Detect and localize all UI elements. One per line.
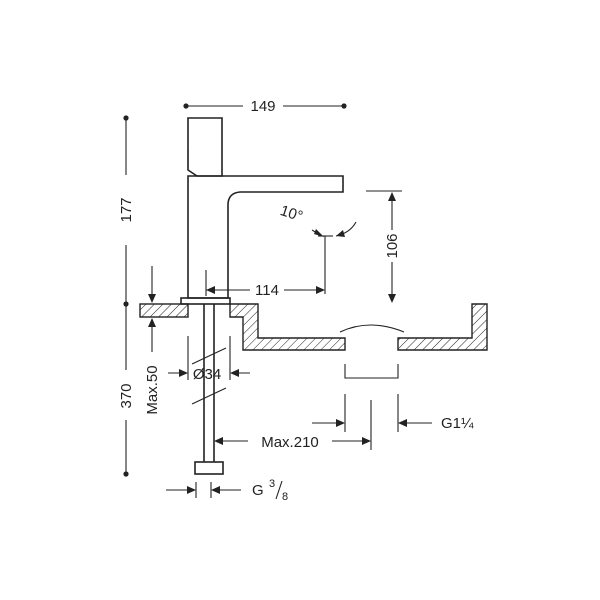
countertop: [139, 303, 346, 351]
fraction-slash: [275, 480, 283, 500]
dim-waste-thread-label: G1: [441, 415, 461, 432]
dim-vertical-left: 177 370: [118, 115, 135, 477]
dim-370-label: 370: [118, 383, 135, 408]
dim-106: 106: [366, 190, 402, 303]
dim-max210: Max.210: [214, 400, 372, 451]
drain-arc: [339, 324, 405, 333]
dim-114-label: 114: [255, 282, 279, 299]
dim-149: 149: [183, 98, 347, 115]
waste-pipe: [344, 364, 399, 379]
countertop-left: [139, 303, 189, 318]
dim-waste-thread-fraction: ¼: [461, 415, 474, 432]
faucet-base: [180, 297, 231, 305]
faucet-body: [180, 117, 344, 475]
dim-inlet-thread-label: G: [252, 482, 264, 499]
dim-106-label: 106: [384, 233, 401, 258]
countertop-right: [229, 303, 346, 351]
dim-waste-thread: G1 ¼: [312, 394, 474, 432]
break-mark-top: [191, 347, 227, 365]
dim-max210-label: Max.210: [261, 434, 319, 451]
dim-diameter-label: Ø34: [193, 366, 221, 383]
dim-inlet-thread-den: 8: [282, 491, 288, 503]
basin-wall: [397, 303, 488, 351]
basin: [339, 303, 488, 379]
dim-diameter: Ø34: [168, 336, 250, 383]
faucet-handle: [187, 117, 223, 177]
dim-angle: 10°: [278, 202, 357, 237]
dim-max50-label: Max.50: [144, 365, 161, 414]
dim-177-label: 177: [118, 197, 135, 222]
break-mark-bottom: [191, 387, 227, 405]
dim-angle-label: 10°: [278, 202, 305, 225]
dim-149-label: 149: [250, 98, 275, 115]
dim-inlet-thread: G 3 8: [166, 478, 288, 503]
faucet-spout: [187, 175, 344, 299]
inlet-fitting: [194, 461, 224, 475]
dim-114: 114: [205, 236, 326, 299]
dim-max50: Max.50: [144, 266, 161, 415]
dim-inlet-thread-num: 3: [269, 478, 275, 490]
